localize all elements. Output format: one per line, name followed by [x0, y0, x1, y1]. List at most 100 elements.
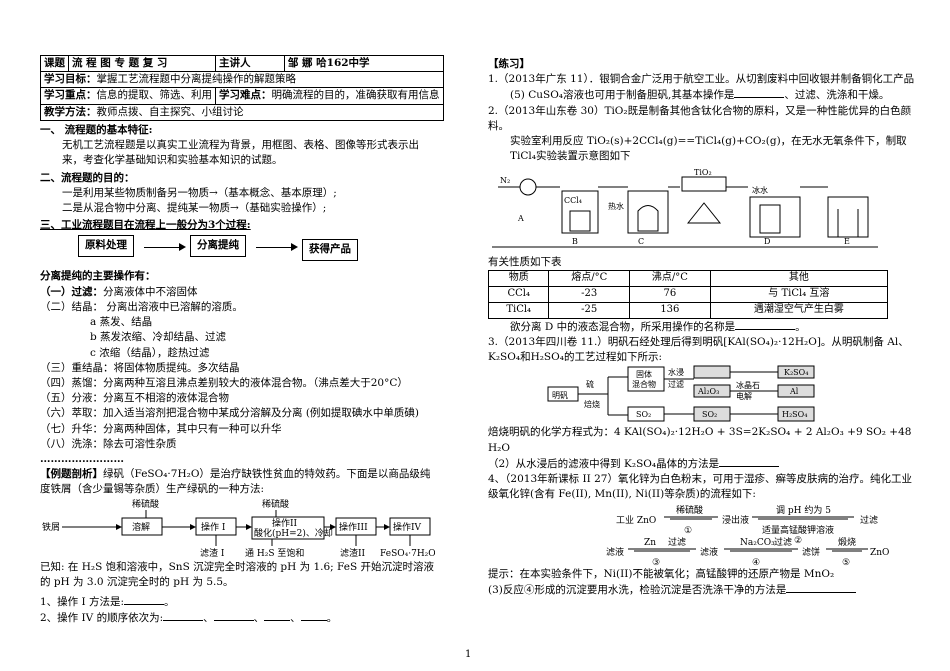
speaker-label: 主讲人 [215, 54, 285, 73]
svg-text:E: E [844, 237, 850, 246]
svg-text:热水: 热水 [608, 201, 624, 211]
svg-text:N₂: N₂ [500, 176, 510, 185]
practice-1: 1.（2013年广东 11）．银铜合金广泛用于航空工业。从切割废料中回收银并制备… [488, 73, 915, 86]
svg-text:Zn: Zn [644, 538, 656, 548]
example-text: 【例题剖析】绿矾（FeSO₄·7H₂O）是治疗缺铁性贫血的特效药。下面是以商品级… [40, 468, 431, 496]
table-head-0: 物质 [487, 269, 550, 287]
practice-1b: (5) CuSO₄溶液也可用于制备胆矾,其基本操作是、过滤、洗涤和干燥。 [510, 89, 890, 102]
practice-4-question: (3)反应④形成的沉淀要用水洗，检验沉淀是否洗涤干净的方法是 [488, 582, 918, 598]
process-flow: 原料处理 分离提纯 获得产品 [40, 233, 435, 267]
goal-row: 学习目标：掌握工艺流程题中分离提纯操作的解题策略 [40, 71, 444, 89]
svg-text:煅烧: 煅烧 [838, 536, 856, 548]
svg-text:Al: Al [789, 387, 799, 396]
practice-4: 4、（2013年新课标 II 27）氧化锌为白色粉末，可用于湿疹、癣等皮肤病的治… [488, 473, 912, 501]
svg-text:④: ④ [752, 558, 760, 567]
flow-b2: 操作 I [201, 521, 226, 533]
svg-text:硫: 硫 [586, 379, 594, 389]
table-head-3: 其他 [709, 269, 889, 287]
process-box-separate: 分离提纯 [190, 235, 246, 257]
topic-label: 课题 [40, 54, 69, 73]
op-1: （一）过滤：分离液体中不溶固体 [40, 285, 198, 298]
svg-text:电解: 电解 [736, 391, 752, 401]
practice-3-question: （2）从水浸后的滤液中得到 K₂SO₄晶体的方法是 [488, 456, 918, 472]
al-box [777, 384, 815, 398]
section-1-body: 无机工艺流程题是以真实工业流程为背景，用框图、表格、图像等形式表示出来，考查化学… [62, 139, 419, 167]
flow-o4: FeSO₄·7H₂O [380, 549, 435, 559]
svg-text:稀硫酸: 稀硫酸 [676, 504, 703, 516]
svg-text:SO₂: SO₂ [636, 410, 651, 419]
difficulty-cell: 学习难点：明确流程的目的，准确获取有用信息 [215, 87, 444, 105]
ops-ellipsis: …………………… [40, 453, 124, 466]
k2so4-out-box [777, 365, 815, 379]
example-flow-diagram: 稀硫酸 稀硫酸 铁屑 溶解 操作 I 操作II 酸化(pH=2)、冷却 操作II… [42, 498, 435, 559]
op-4: （四）蒸馏：分离两种互溶且沸点差别较大的液体混合物。（沸点差大于20°C） [40, 376, 408, 389]
section-3-title: 三、工业流程题目在流程上一般分为3个过程: [40, 219, 251, 232]
flow-b5: 操作IV [393, 521, 422, 533]
page-number: 1 [465, 649, 472, 660]
svg-text:ZnO: ZnO [870, 548, 889, 558]
flow-start: 铁屑 [42, 521, 60, 533]
svg-text:浸出液: 浸出液 [722, 514, 749, 526]
process-box-raw: 原料处理 [78, 235, 134, 257]
svg-text:滤液: 滤液 [700, 546, 718, 558]
svg-text:TiO₂: TiO₂ [694, 168, 712, 177]
svg-text:调 pH 约为 5: 调 pH 约为 5 [776, 504, 831, 516]
apparatus-a-icon [519, 178, 537, 196]
flow-reagent-1: 稀硫酸 [132, 498, 159, 510]
op-6: （六）萃取：加入适当溶剂把混合物中某成分溶解及分离 (例如提取碘水中单质碘) [40, 407, 420, 420]
svg-text:过滤: 过滤 [860, 514, 878, 526]
op-7: （七）升华：分离两种固体，其中只有一种可以升华 [40, 422, 282, 435]
apparatus-tube-icon [681, 176, 727, 192]
op-2c: c 浓缩（结晶），趁热过滤 [90, 346, 210, 359]
section-2-line-2: 二是从混合物中分离、提纯某一物质→（基础实验操作）; [62, 201, 327, 214]
flow-reagent-2: 稀硫酸 [262, 498, 289, 510]
table-head-1: 熔点/°C [548, 269, 631, 287]
svg-text:过滤: 过滤 [668, 379, 684, 389]
flow-b3a: 操作II [272, 517, 298, 529]
op-2b: b 蒸发浓缩、冷却结晶、过滤 [90, 331, 227, 344]
flow-b4: 操作III [339, 521, 368, 533]
svg-text:水浸: 水浸 [668, 367, 684, 377]
svg-text:②: ② [794, 536, 802, 546]
ops-title: 分离提纯的主要操作有： [40, 270, 156, 283]
section-1-title: 一、 流程题的基本特征: [40, 123, 153, 136]
svg-text:混合物: 混合物 [632, 379, 656, 389]
svg-text:C: C [638, 237, 644, 246]
flow-b1: 溶解 [132, 521, 150, 533]
svg-text:明矾: 明矾 [552, 391, 568, 400]
svg-text:SO₂: SO₂ [702, 410, 717, 419]
flow-b3b: 酸化(pH=2)、冷却 [254, 527, 333, 539]
op-3: （三）重结晶：将固体物质提纯。多次结晶 [40, 361, 240, 374]
svg-text:①: ① [684, 526, 692, 536]
practice-3: 3.（2013年四川卷 11.）明矾石经处理后得到明矾[KAl(SO₄)₂·12… [488, 335, 909, 364]
practice-4-hint: 提示：在本实验条件下，Ni(II)不能被氧化；高锰酸钾的还原产物是 MnO₂ [488, 567, 835, 580]
alum-flow-diagram: 明矾 硫 焙烧 固体 混合物 水浸 过滤 K₂SO₄ Al₂O₃ 冰晶石 电解 … [547, 365, 815, 422]
apparatus-c-icon [627, 190, 669, 234]
svg-text:⑤: ⑤ [842, 558, 850, 567]
practice-title: 【练习】 [488, 58, 530, 70]
section-2-line-1: 一是利用某些物质制备另一物质→（基本概念、基本原理）; [62, 186, 337, 199]
svg-text:工业 ZnO: 工业 ZnO [616, 515, 656, 526]
op-8: （八）洗涤：除去可溶性杂质 [40, 437, 177, 450]
k2so4-box [693, 365, 731, 379]
practice-2-question: 欲分离 D 中的液态混合物，所采用操作的名称是。 [510, 320, 806, 333]
apparatus-diagram: N₂ A B C D E CCl₄ 热水 TiO₂ 冰水 [492, 168, 878, 248]
svg-text:CCl₄: CCl₄ [564, 196, 582, 205]
flow-o3: 滤渣II [340, 547, 366, 559]
zno-flow-diagram: 工业 ZnO 稀硫酸 浸出液 调 pH 约为 5 适量高锰酸钾溶液 过滤 ① ②… [606, 504, 889, 567]
svg-text:K₂SO₄: K₂SO₄ [784, 368, 808, 377]
svg-text:Na₂CO₃: Na₂CO₃ [740, 538, 775, 548]
apparatus-b-icon [561, 190, 599, 234]
section-2-title: 二、流程题的目的： [40, 171, 135, 184]
svg-text:③: ③ [652, 558, 660, 567]
svg-text:Al₂O₃: Al₂O₃ [697, 387, 719, 396]
lesson-header-table: 课题 流 程 图 专 题 复 习 主讲人 邹 娜 哈162中学 学习目标：掌握工… [40, 54, 444, 121]
example-known: 已知: 在 H₂S 饱和溶液中，SnS 沉淀完全时溶液的 pH 为 1.6; F… [40, 560, 435, 588]
example-q1: 1、操作 I 方法是:。 [40, 596, 175, 609]
focus-cell: 学习重点：信息的提取、筛选、利用 [40, 87, 216, 105]
op-2: （二）结晶： 分离出溶液中已溶解的溶质。 [40, 300, 243, 313]
practice-2: 2.（2013年山东卷 30）TiO₂既是制备其他含钛化合物的原料，又是一种性能… [488, 104, 912, 132]
